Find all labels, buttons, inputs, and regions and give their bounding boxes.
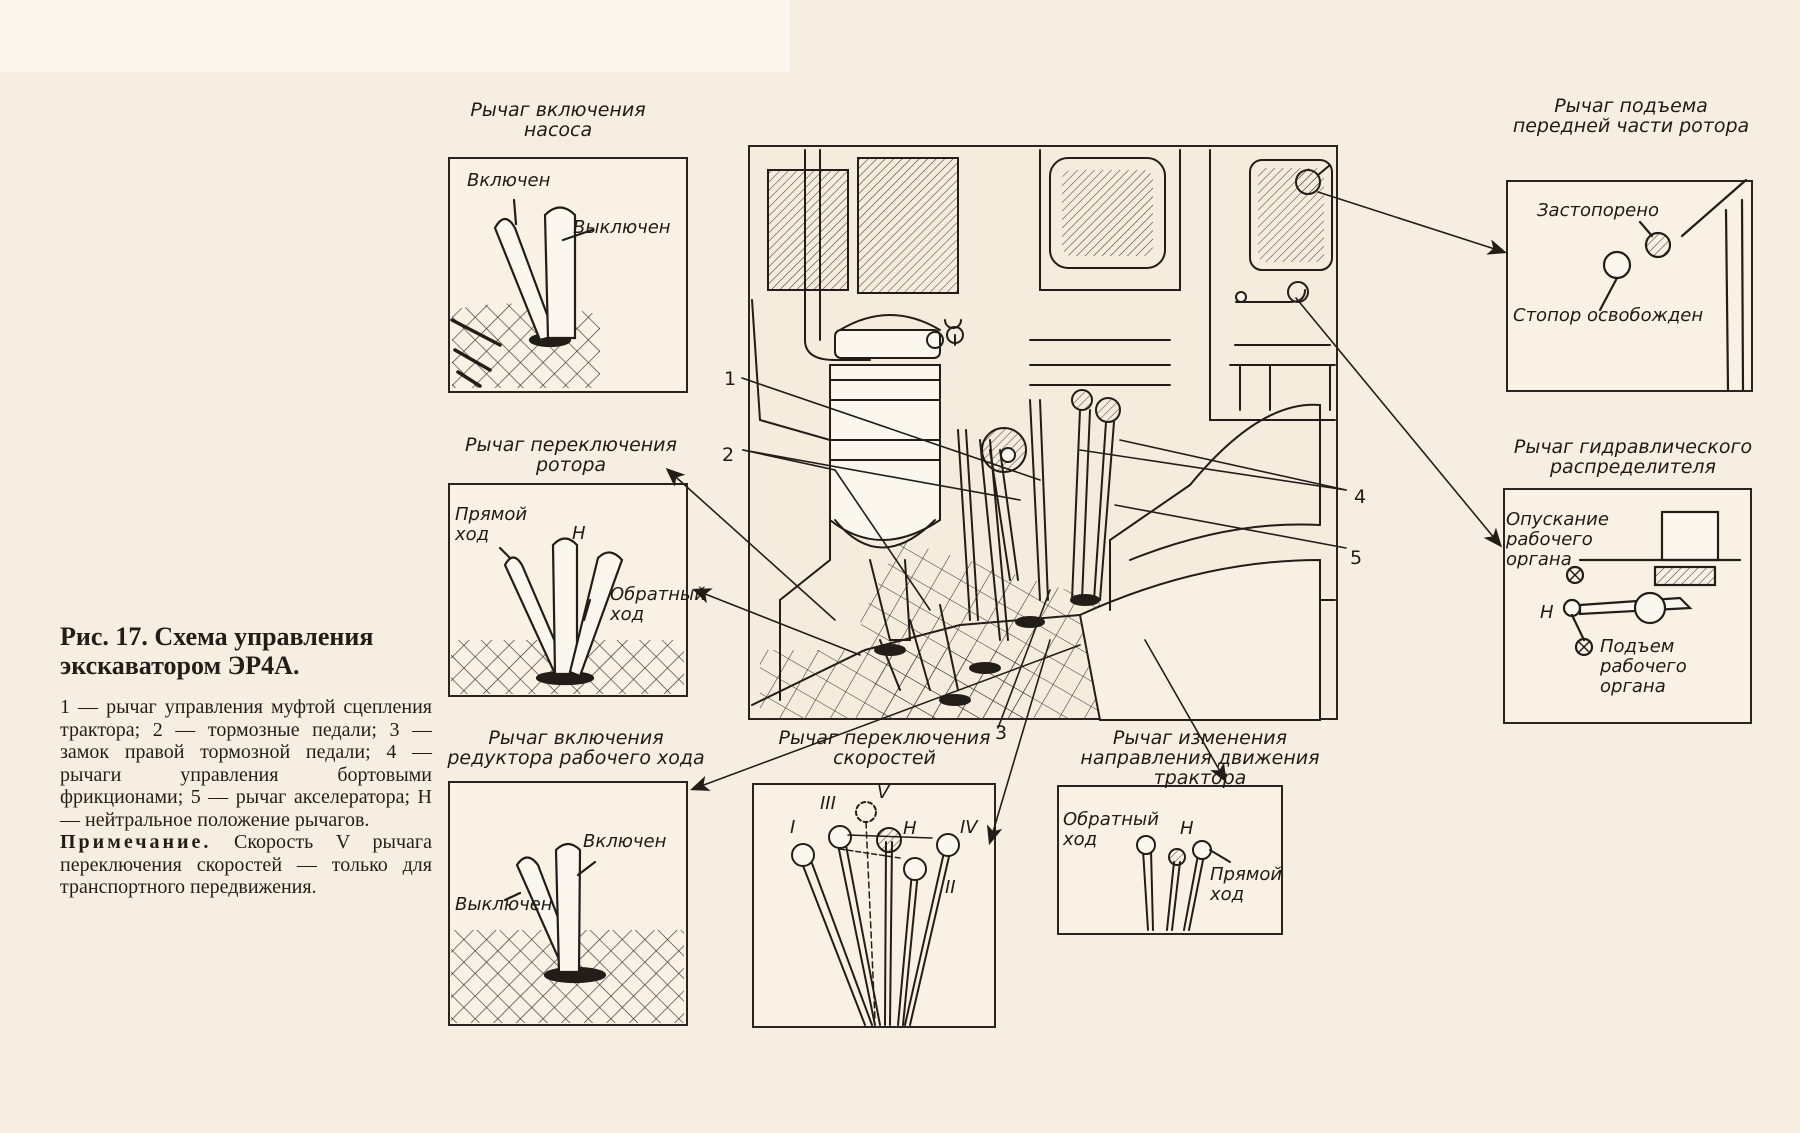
pump-panel-title: Рычаг включения насоса [470,99,646,141]
scan-margin [0,0,790,72]
speed-arrow [986,639,1051,846]
gear-V: V [877,782,890,803]
rotor-lift-arrow [1317,191,1508,255]
leader-lines [665,191,1508,846]
rotor-switch-title: Рычаг переключения ротора [465,434,677,476]
reducer-title: Рычаг включения редуктора рабочего хода [447,727,705,769]
reducer-off-label: Выключен [455,894,553,915]
rotor-arrow [692,588,861,656]
direction-arrow [1144,639,1227,783]
callout-4: 4 [1354,486,1367,508]
callout-4-leader-a [1119,439,1347,491]
rotor-neutral-label: Н [572,523,586,544]
callout-1: 1 [724,368,737,390]
rotor-forward-label: Прямой ход [455,504,528,545]
pump-on-label: Включен [467,170,551,191]
callout-4-leader-b [1079,449,1347,491]
hydraulic-title: Рычаг гидравлического распределителя [1513,436,1753,478]
callout-3-leader [997,589,1051,729]
rotor-lift-title: Рычаг подъема передней части ротора [1512,95,1750,137]
hydraulic-arrow [1295,297,1503,548]
figure-title: Рис. 17. Схема управления экскаватором Э… [60,622,374,680]
rotor-lift-released-label: Стопор освобожден [1513,305,1704,326]
reducer-arrow [690,644,1081,791]
callout-2-leader-b [742,449,1021,501]
callout-5: 5 [1350,547,1363,569]
rotor-lift-panel [1506,180,1753,392]
direction-neutral-label: Н [1180,818,1194,839]
gear-IV: IV [960,817,978,838]
rotor-lift-panel-art [1598,178,1748,392]
callout-5-leader [1114,504,1347,549]
direction-panel-art [1136,835,1231,931]
direction-forward-label: Прямой ход [1210,864,1283,905]
pump-panel-art [450,198,600,388]
hydraulic-neutral-label: Н [1540,602,1554,623]
callout-1-leader [741,377,1041,481]
hydraulic-lower-label: Опускание рабочего органа [1506,509,1609,570]
speed-neutral-label: Н [903,818,917,839]
hydraulic-raise-label: Подъем рабочего органа [1600,636,1687,697]
figure-legend: 1 — рычаг управления муфтой сцепления тр… [60,696,432,831]
reducer-panel-art [451,842,684,1023]
gear-I: I [790,817,796,838]
pump-off-label: Выключен [573,217,671,238]
rotor-lift-locked-label: Застопорено [1537,200,1660,221]
pump-arrow [665,467,836,621]
rotor-reverse-label: Обратный ход [610,584,706,625]
note-heading: Примечание. [60,831,212,853]
gear-III: III [820,793,836,814]
note-text: Скорость V рычага переключения скоростей… [60,831,433,898]
figure-caption: Рис. 17. Схема управления экскаватором Э… [60,622,432,899]
callout-3: 3 [995,722,1008,744]
speed-panel-art [791,801,960,1026]
callout-2: 2 [722,444,735,466]
hydraulic-panel-art [1562,510,1742,657]
callout-2-leader-a [742,449,931,611]
rotor-panel-art [451,537,684,694]
reducer-on-label: Включен [583,831,667,852]
direction-title: Рычаг изменения направления движения тра… [1080,727,1320,789]
speed-title: Рычаг переключения скоростей [778,727,991,769]
gear-II: II [945,877,956,898]
cab-interior-art [751,149,1336,721]
direction-reverse-label: Обратный ход [1063,809,1159,850]
